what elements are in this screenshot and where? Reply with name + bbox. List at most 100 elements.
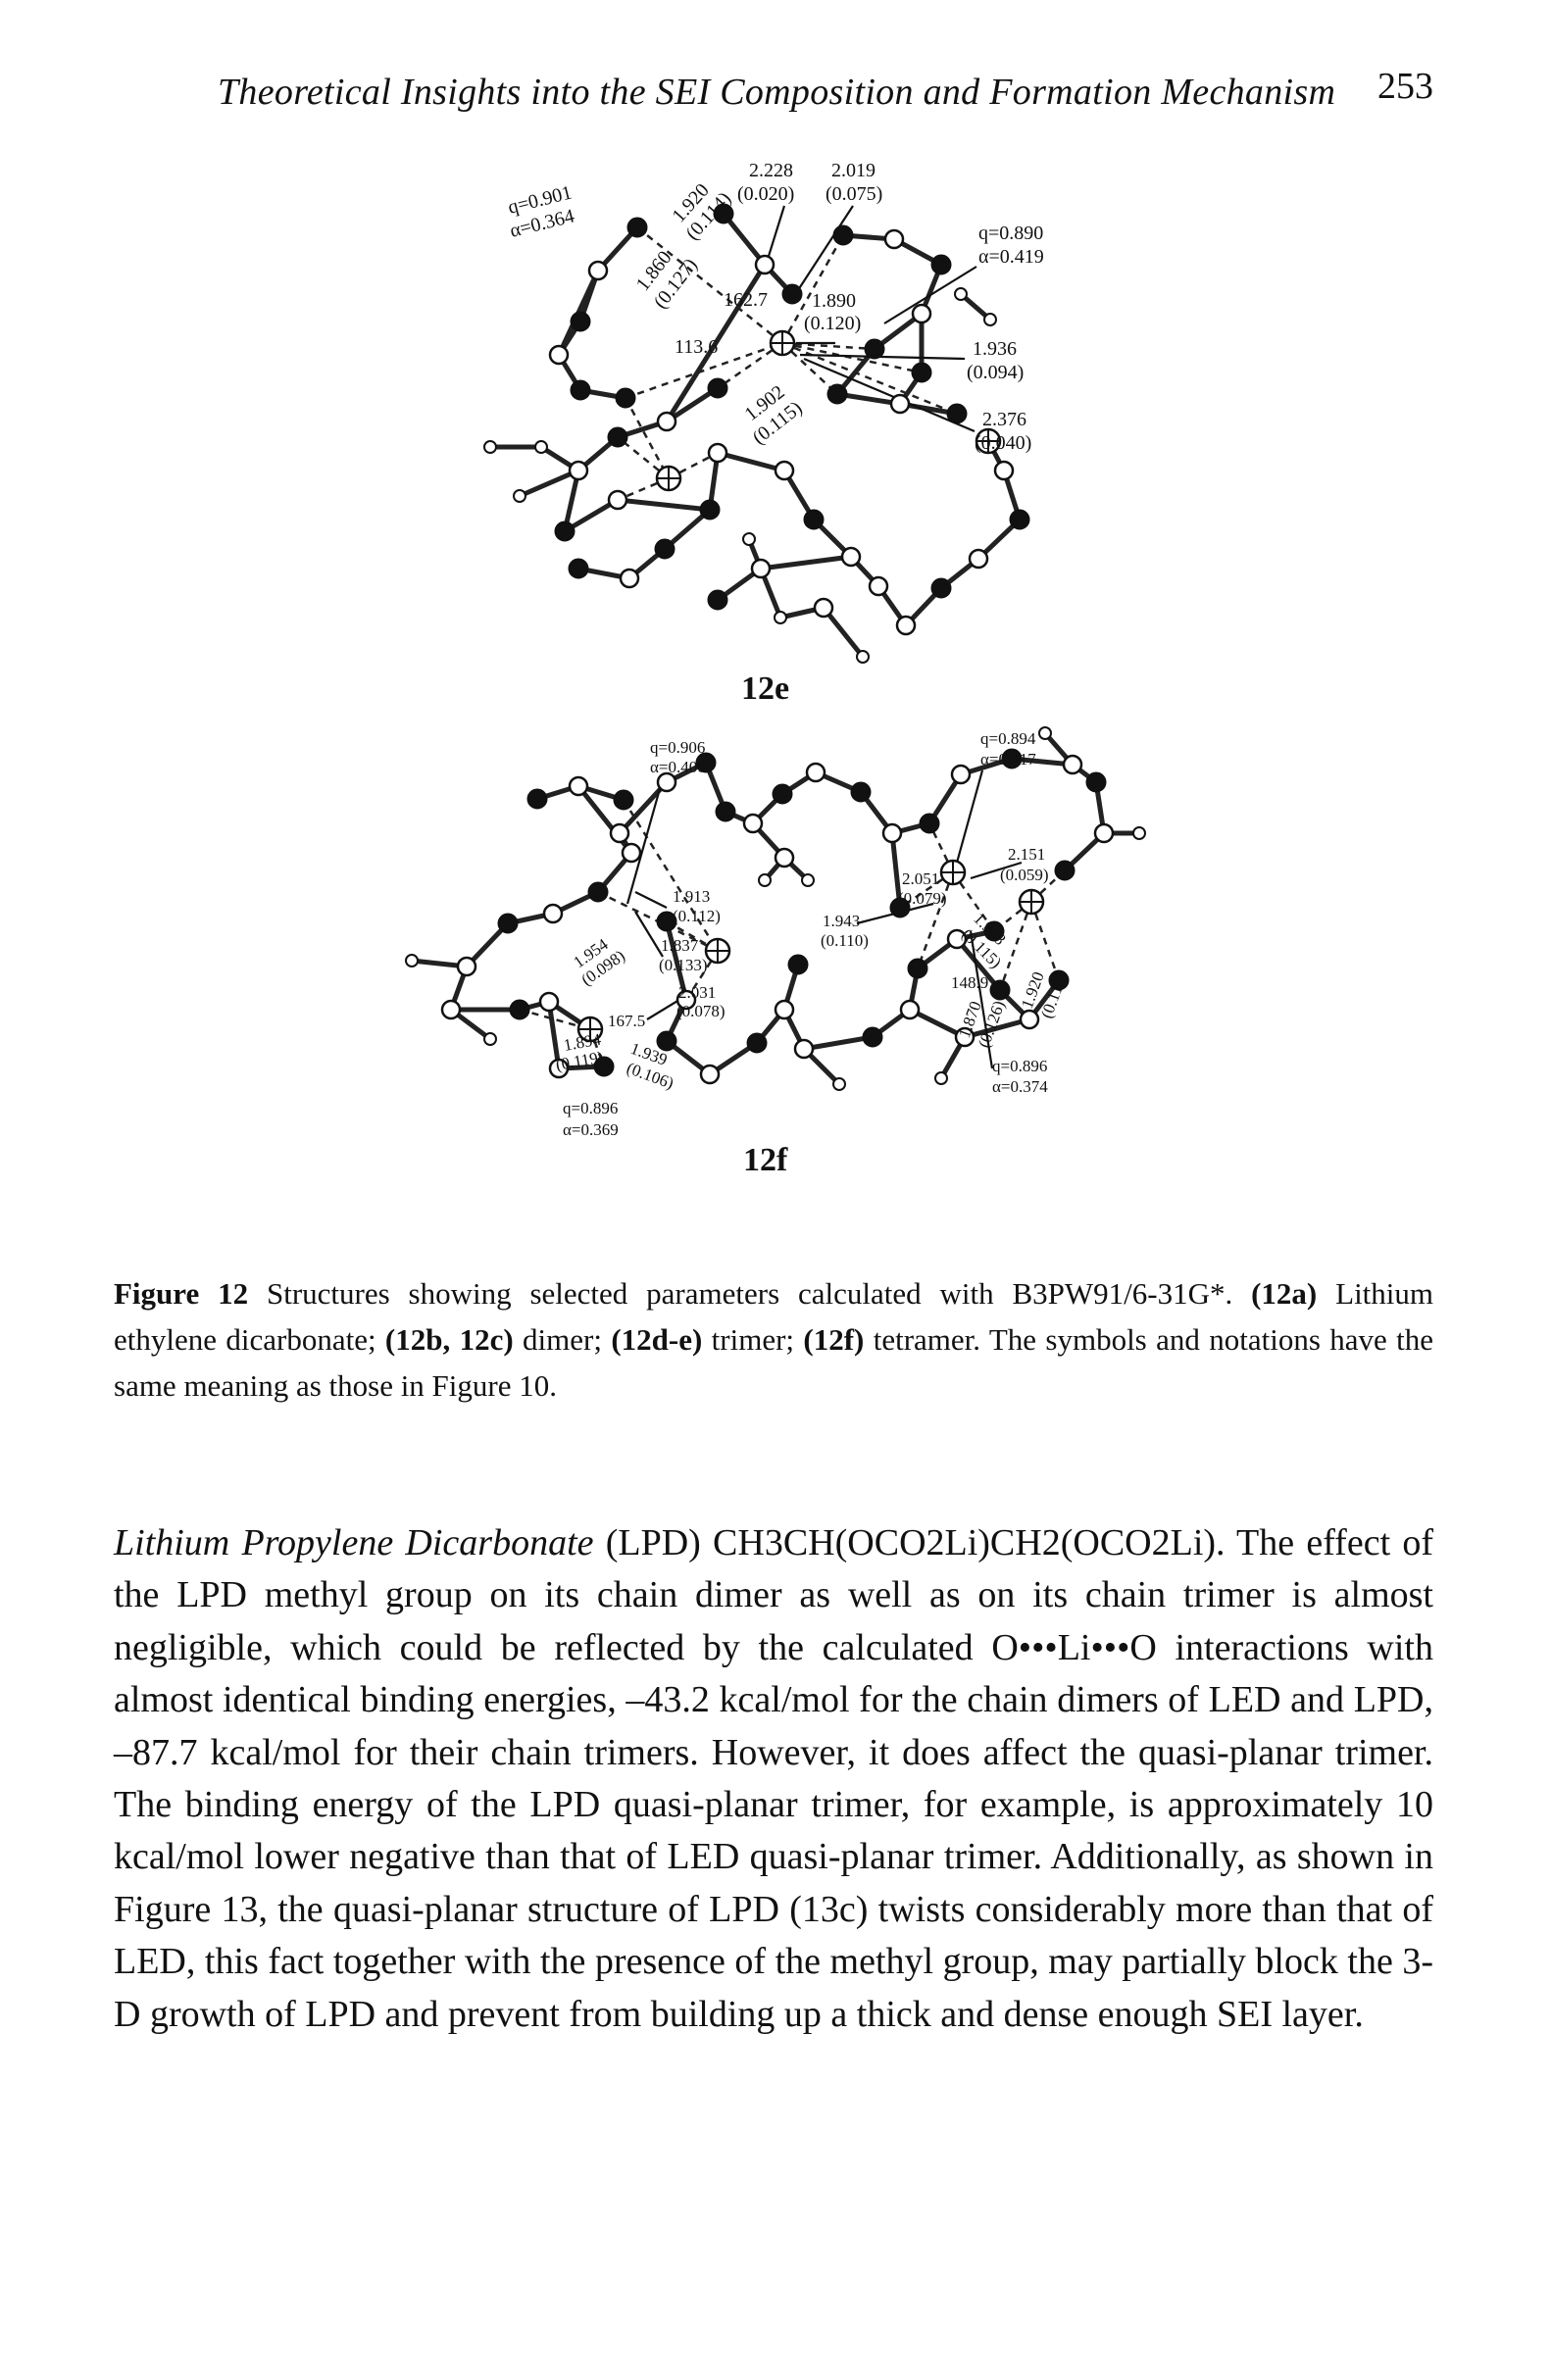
f-d7q: (0.079) <box>898 889 947 908</box>
bond <box>617 497 711 513</box>
oxygen-atom <box>656 1030 677 1052</box>
e-angle1: 162.7 <box>724 289 768 311</box>
carbon-atom <box>619 568 640 589</box>
carbon-atom <box>656 411 677 432</box>
oxygen-atom <box>746 1032 768 1054</box>
leader-line <box>803 357 976 433</box>
e-d2: 2.019 <box>831 160 876 181</box>
bond <box>664 920 689 1001</box>
oxygen-atom <box>930 577 952 599</box>
carbon-atom <box>883 228 905 250</box>
hydrogen-atom <box>1038 726 1052 740</box>
hydrogen-atom <box>954 287 968 301</box>
f-d8q: (0.059) <box>1000 866 1049 884</box>
caption-text-3: dimer; <box>513 1322 612 1357</box>
bond <box>803 1034 874 1052</box>
caption-text-1: Structures showing selected parameters c… <box>248 1276 1252 1311</box>
bond <box>519 468 579 499</box>
f-angle2: 148.9 <box>951 973 988 992</box>
oxygen-atom <box>715 801 736 822</box>
hydrogen-atom <box>513 489 526 503</box>
oxygen-atom <box>570 379 591 401</box>
figure-12: q=0.901 α=0.364 2.228 (0.020) 2.019 (0.0… <box>373 147 1176 1196</box>
oxygen-atom <box>911 362 932 383</box>
carbon-atom <box>568 460 589 481</box>
f-q1: q=0.906 <box>650 738 705 757</box>
carbon-atom <box>954 1026 976 1048</box>
f-q2: q=0.894 <box>980 729 1036 748</box>
carbon-atom <box>699 1064 721 1085</box>
li-o-contact <box>899 870 954 910</box>
oxygen-atom <box>989 979 1011 1001</box>
leader-line <box>634 891 668 909</box>
carbon-atom <box>542 903 564 924</box>
li-o-contact <box>1029 901 1061 981</box>
paragraph-lead: Lithium Propylene Dicarbonate <box>114 1522 594 1563</box>
leader-line <box>797 205 854 291</box>
body-paragraph: Lithium Propylene Dicarbonate (LPD) CH3C… <box>114 1517 1433 2041</box>
carbon-atom <box>538 991 560 1013</box>
bond <box>717 450 785 473</box>
li-o-contact <box>622 799 720 952</box>
carbon-atom <box>548 1058 570 1079</box>
e-d5: 1.890 <box>812 290 856 312</box>
carbon-atom <box>440 999 462 1020</box>
hydrogen-atom <box>983 313 997 326</box>
bond <box>955 937 1002 992</box>
hydrogen-atom <box>534 440 548 454</box>
li-o-contact <box>780 234 845 344</box>
hydrogen-atom <box>856 650 870 664</box>
carbon-atom <box>609 822 630 844</box>
oxygen-atom <box>832 224 854 246</box>
caption-ref-12d-e: (12d-e) <box>611 1322 703 1357</box>
oxygen-atom <box>695 752 717 773</box>
f-d8: 2.151 <box>1008 845 1045 864</box>
bond <box>836 391 901 407</box>
e-d8: 2.376 <box>982 409 1026 430</box>
carbon-atom <box>950 764 972 785</box>
hydrogen-atom <box>1132 826 1146 840</box>
panel-12e: q=0.901 α=0.364 2.228 (0.020) 2.019 (0.0… <box>483 160 1044 707</box>
oxygen-atom <box>526 788 548 810</box>
f-d1: 1.913 <box>673 887 710 906</box>
bond <box>964 1016 1030 1040</box>
carbon-atom <box>840 546 862 568</box>
oxygen-atom <box>889 897 911 918</box>
li-o-contact <box>916 871 955 969</box>
carbon-atom <box>793 1038 815 1060</box>
oxygen-atom <box>615 387 636 409</box>
e-d1: 2.228 <box>749 160 793 181</box>
e-d7q: (0.094) <box>967 362 1024 383</box>
bond <box>722 212 767 267</box>
carbon-atom <box>568 775 589 797</box>
oxygen-atom <box>613 789 634 811</box>
e-d7: 1.936 <box>973 338 1017 360</box>
hydrogen-atom <box>832 1077 846 1091</box>
oxygen-atom <box>826 383 848 405</box>
carbon-atom <box>548 344 570 366</box>
oxygen-atom <box>656 911 677 932</box>
oxygen-atom <box>713 203 734 224</box>
oxygen-atom <box>787 954 809 975</box>
oxygen-atom <box>699 499 721 521</box>
bond <box>562 470 581 532</box>
carbon-atom <box>881 822 903 844</box>
f-d9q: (0.110) <box>821 931 869 950</box>
oxygen-atom <box>554 521 575 542</box>
li-o-contact <box>625 341 783 400</box>
bond <box>908 1007 967 1040</box>
oxygen-atom <box>707 589 728 611</box>
carbon-atom <box>675 989 697 1011</box>
carbon-atom <box>707 442 728 464</box>
carbon-atom <box>1093 822 1115 844</box>
carbon-atom <box>889 393 911 415</box>
caption-text-4: trimer; <box>702 1322 804 1357</box>
carbon-atom <box>895 615 917 636</box>
figure-caption: Figure 12 Structures showing selected pa… <box>114 1270 1433 1409</box>
caption-ref-12f: (12f) <box>803 1322 865 1357</box>
oxygen-atom <box>626 217 648 238</box>
li-o-contact <box>684 950 720 1001</box>
oxygen-atom <box>803 509 825 530</box>
oxygen-atom <box>919 813 940 834</box>
oxygen-atom <box>654 538 675 560</box>
